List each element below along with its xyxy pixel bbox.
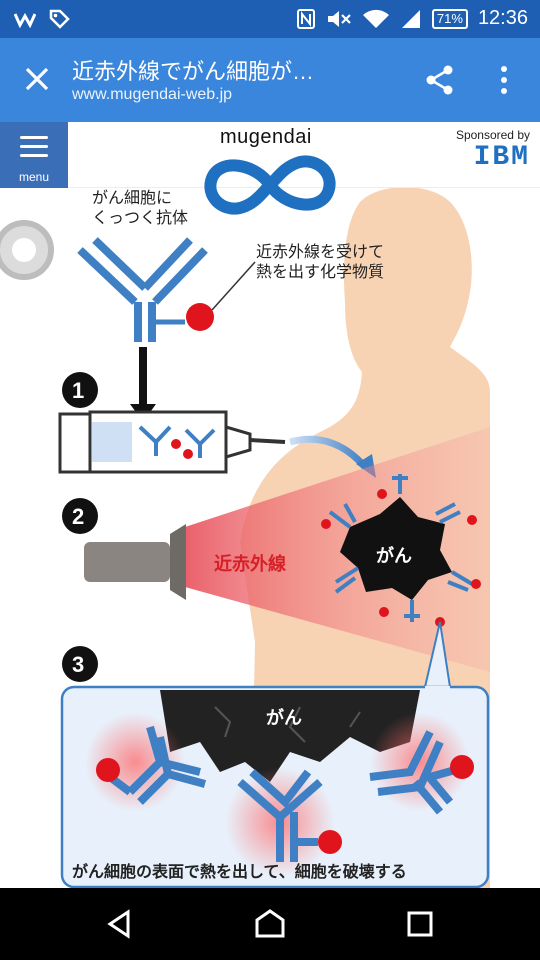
hamburger-icon (20, 136, 48, 163)
tag-icon (49, 9, 70, 29)
back-icon[interactable] (104, 908, 136, 940)
sponsor-logo: IBM (473, 142, 530, 173)
menu-label: menu (18, 170, 50, 184)
step1-number: 1 (72, 378, 85, 403)
home-icon[interactable] (254, 908, 286, 940)
battery-icon: 71% (431, 8, 468, 29)
page-url: www.mugendai-web.jp (72, 86, 233, 103)
chemical-label: 近赤外線を受けて 熱を出す化学物質 (256, 242, 385, 281)
antibody-label: がん細胞に くっつく抗体 (92, 188, 189, 227)
infinity-logo-icon[interactable] (200, 148, 340, 222)
antibody-diagram (77, 237, 256, 342)
floating-scroll-handle[interactable] (0, 220, 54, 280)
system-nav-bar (0, 888, 540, 960)
menu-button[interactable]: menu (0, 122, 68, 188)
close-icon[interactable] (20, 62, 54, 96)
infrared-label: 近赤外線 (214, 554, 286, 575)
step3-number: 3 (72, 652, 85, 677)
nfc-icon (296, 8, 315, 29)
cancer-label: がん (376, 546, 412, 567)
step1-badge (62, 372, 98, 408)
wifi-icon (362, 9, 389, 28)
cancer-cell (321, 474, 481, 627)
cancer-surface (160, 690, 420, 782)
cancer-label-bottom: がん (266, 708, 302, 729)
clock: 12:36 (477, 7, 528, 29)
recents-icon[interactable] (404, 908, 436, 940)
more-icon[interactable] (494, 64, 514, 96)
step2-number: 2 (72, 504, 85, 529)
status-bar: 71% 12:36 (0, 0, 540, 38)
sponsor-by: Sponsored by (455, 128, 530, 142)
sponsor-block[interactable]: Sponsored by IBM (456, 128, 530, 173)
carrier-icon (14, 12, 36, 28)
flashlight (84, 524, 186, 600)
custom-tab-toolbar: 近赤外線でがん細胞が… www.mugendai-web.jp (0, 38, 540, 122)
mute-icon (327, 10, 351, 27)
web-content: がん細胞に くっつく抗体 近赤外線を受けて 熱を出す化学物質 1 2 3 近赤外… (0, 122, 540, 888)
step3-badge (62, 646, 98, 682)
share-icon[interactable] (424, 64, 456, 96)
site-logo-text[interactable]: mugendai (220, 126, 312, 148)
signal-icon (401, 9, 420, 28)
step2-badge (62, 498, 98, 534)
page-title: 近赤外線でがん細胞が… (72, 59, 315, 84)
syringe (58, 410, 286, 474)
infographic (58, 187, 490, 888)
figure-caption: がん細胞の表面で熱を出して、細胞を破壊する (72, 862, 407, 881)
